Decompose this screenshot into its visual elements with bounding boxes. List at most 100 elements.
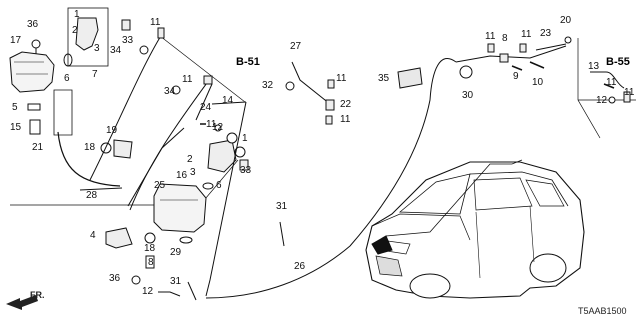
part-label-11-b: 11 xyxy=(182,74,193,85)
hose-23 xyxy=(535,43,567,51)
joint-10 xyxy=(529,61,545,69)
part-label-6-left: 6 xyxy=(64,73,70,84)
nozzle-11-mid xyxy=(327,79,335,89)
car-hose-route xyxy=(385,159,523,237)
clip-1b-center xyxy=(234,146,246,158)
washer-5 xyxy=(27,103,41,111)
car-grille xyxy=(375,255,403,277)
hose-21 xyxy=(57,131,121,187)
nozzle-11-top-right-b xyxy=(519,43,527,53)
hose-14-upper xyxy=(211,101,247,105)
front-label: FR. xyxy=(30,290,45,300)
part-label-27: 27 xyxy=(290,41,302,52)
part-label-18-lower: 18 xyxy=(144,243,156,254)
pad-35 xyxy=(397,67,423,89)
hose-12-lower xyxy=(158,291,181,297)
part-label-14: 14 xyxy=(222,95,234,106)
part-label-23: 23 xyxy=(540,28,552,39)
part-label-15: 15 xyxy=(10,122,22,133)
hose-mid-long xyxy=(129,75,213,211)
part-label-8-lower: 8 xyxy=(148,257,154,268)
part-label-11-f: 11 xyxy=(485,31,496,42)
pump-box-7 xyxy=(67,7,109,67)
joint-9 xyxy=(511,65,523,71)
front-arrow xyxy=(6,295,38,310)
seal-18-lower xyxy=(144,232,156,244)
part-label-33-center: 33 xyxy=(240,165,252,176)
part-label-11-g: 11 xyxy=(521,29,532,40)
part-label-8-right: 11 xyxy=(606,77,617,88)
part-label-19: 19 xyxy=(106,125,118,136)
motor-19 xyxy=(113,139,133,159)
hose-26 xyxy=(205,58,457,299)
part-label-3-center: 3 xyxy=(190,167,196,178)
nozzle-33-top xyxy=(121,19,131,31)
car-rear-wheel xyxy=(529,253,567,283)
part-label-13: 13 xyxy=(588,61,600,72)
car-washer-mark xyxy=(371,235,393,255)
part-15 xyxy=(29,119,41,135)
part-label-2-top: 2 xyxy=(72,25,78,36)
hose-top-right xyxy=(455,45,567,63)
part-label-31-mid: 31 xyxy=(276,201,288,212)
nozzle-11-center xyxy=(203,75,213,85)
part-label-12-center: 12 xyxy=(212,122,224,133)
part-label-11-e: 11 xyxy=(340,114,351,125)
joint-30 xyxy=(459,65,473,79)
clip-29 xyxy=(179,236,193,244)
diagram-code: T5AAB1500 xyxy=(578,306,627,316)
clip-20 xyxy=(564,36,572,44)
part-8-lower xyxy=(145,255,155,269)
part-label-11-a: 11 xyxy=(150,17,161,28)
nozzle-11-right xyxy=(623,91,631,103)
part-label-12-lower: 12 xyxy=(142,286,154,297)
part-label-20: 20 xyxy=(560,15,572,26)
hose-24 xyxy=(195,83,213,121)
reservoir-16 xyxy=(153,183,207,233)
part-label-21: 21 xyxy=(32,142,44,153)
part-label-11-d: 11 xyxy=(336,73,347,84)
ref-b51: B-51 xyxy=(236,56,260,68)
hose-13 xyxy=(590,71,625,89)
reservoir-tank xyxy=(9,51,55,93)
car-hood-line xyxy=(371,213,471,241)
part-label-1-center: 1 xyxy=(242,133,248,144)
clip-34-center xyxy=(171,85,181,95)
part-label-29: 29 xyxy=(170,247,182,258)
part-label-5: 5 xyxy=(12,102,18,113)
reservoir-bracket xyxy=(53,89,73,136)
hose-upper-long xyxy=(89,33,163,181)
part-label-33-top: 33 xyxy=(122,35,134,46)
part-label-31-lower: 31 xyxy=(170,276,182,287)
part-label-26: 26 xyxy=(294,261,306,272)
ring-12-center xyxy=(214,124,222,132)
hose-14 xyxy=(205,101,247,297)
ring-12-right xyxy=(608,96,616,104)
part-label-7: 7 xyxy=(92,69,98,80)
motor-4 xyxy=(105,227,133,249)
part-label-24: 24 xyxy=(200,102,212,113)
part-label-25: 25 xyxy=(154,180,166,191)
part-label-1-top: 1 xyxy=(74,9,80,20)
bolt-36-lower xyxy=(131,275,141,285)
joint-8-right xyxy=(603,83,615,89)
nozzle-11-lower xyxy=(325,115,333,125)
clip-1-center xyxy=(226,132,238,144)
car-front-wheel xyxy=(409,273,451,299)
part-label-12-right: 12 xyxy=(596,95,608,106)
part-label-36-lower: 36 xyxy=(109,273,121,284)
joint-22 xyxy=(325,99,335,111)
part-label-32: 32 xyxy=(262,80,274,91)
nozzle-11-top xyxy=(157,27,165,39)
nozzle-11-top-right-a xyxy=(487,43,495,53)
part-label-22: 22 xyxy=(340,99,352,110)
part-label-11-c: 11 xyxy=(206,119,217,130)
part-label-35: 35 xyxy=(378,73,390,84)
clip-32 xyxy=(285,81,295,91)
hose-27 xyxy=(291,61,331,105)
part-label-34-center: 34 xyxy=(164,86,176,97)
bolt-36-top xyxy=(31,39,41,49)
part-label-1b-center: 2 xyxy=(187,154,193,165)
